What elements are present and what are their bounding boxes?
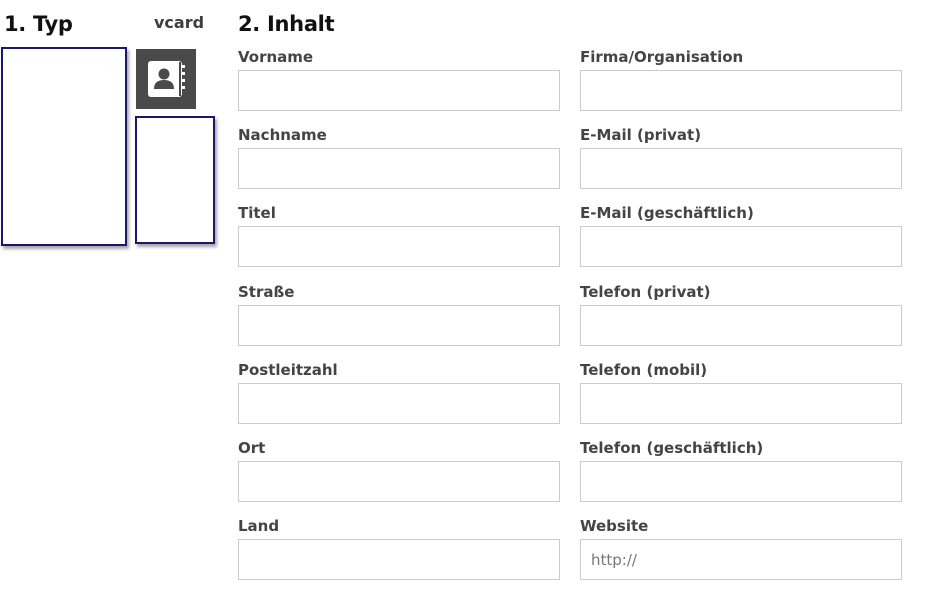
vcard-preview-tile[interactable]	[135, 116, 215, 244]
field-label-left-4: Straße	[238, 283, 295, 301]
field-label-right-2: E-Mail (privat)	[580, 126, 702, 144]
text-input-left-4[interactable]	[238, 305, 560, 346]
field-label-right-7: Website	[580, 517, 649, 535]
field-label-right-6: Telefon (geschäftlich)	[580, 439, 764, 457]
text-input-left-5[interactable]	[238, 383, 560, 424]
text-input-left-3[interactable]	[238, 226, 560, 267]
vcard-type-label: vcard	[154, 13, 205, 32]
text-input-right-1[interactable]	[580, 70, 902, 111]
text-input-right-2[interactable]	[580, 148, 902, 189]
text-input-right-3[interactable]	[580, 226, 902, 267]
field-label-left-5: Postleitzahl	[238, 361, 338, 379]
text-input-left-2[interactable]	[238, 148, 560, 189]
text-input-right-5[interactable]	[580, 383, 902, 424]
field-label-right-3: E-Mail (geschäftlich)	[580, 204, 754, 222]
text-input-left-6[interactable]	[238, 461, 560, 502]
text-input-right-7[interactable]	[580, 539, 902, 580]
text-input-right-4[interactable]	[580, 305, 902, 346]
text-input-left-1[interactable]	[238, 70, 560, 111]
field-label-right-1: Firma/Organisation	[580, 48, 744, 66]
text-input-left-7[interactable]	[238, 539, 560, 580]
field-label-left-3: Titel	[238, 204, 276, 222]
section-title-inhalt: 2. Inhalt	[238, 12, 335, 36]
field-label-left-7: Land	[238, 517, 280, 535]
field-label-right-4: Telefon (privat)	[580, 283, 711, 301]
field-label-left-2: Nachname	[238, 126, 327, 144]
field-label-left-6: Ort	[238, 439, 266, 457]
contact-book-icon	[148, 61, 185, 97]
field-label-right-5: Telefon (mobil)	[580, 361, 708, 379]
section-title-typ: 1. Typ	[4, 12, 73, 36]
type-tile[interactable]	[1, 47, 127, 246]
vcard-type-button[interactable]	[136, 49, 196, 109]
field-label-left-1: Vorname	[238, 48, 314, 66]
text-input-right-6[interactable]	[580, 461, 902, 502]
